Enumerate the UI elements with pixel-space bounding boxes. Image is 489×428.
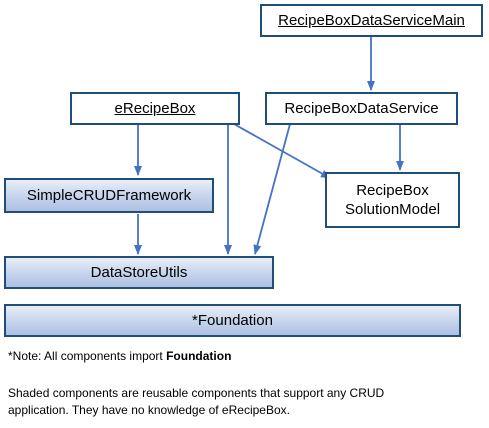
arrow-erecipebox-to-solutionmodel [233,123,331,179]
arrow-dataservice-to-datastore [253,123,291,255]
node-recipebox-data-service-label: RecipeBoxDataService [284,100,439,117]
node-datastore-utils-label: DataStoreUtils [90,264,188,281]
node-datastore-utils: DataStoreUtils [4,256,274,289]
node-erecipebox-label: eRecipeBox [114,100,196,117]
node-recipebox-solution-model-line2: SolutionModel [344,201,441,218]
note-shaded-components-line2: application. They have no knowledge of e… [8,403,290,417]
note-shaded-components-line1: Shaded components are reusable component… [8,386,385,400]
node-simple-crud-framework: SimpleCRUDFramework [4,178,214,213]
node-recipebox-data-service-main: RecipeBoxDataServiceMain [260,4,483,37]
note-foundation-import-text: *Note: All components import [8,349,167,363]
node-recipebox-solution-model-label: RecipeBox SolutionModel [345,181,440,219]
note-shaded-components: Shaded components are reusable component… [8,385,384,419]
node-recipebox-solution-model-line1: RecipeBox [356,182,429,199]
node-recipebox-data-service: RecipeBoxDataService [265,92,458,125]
node-recipebox-data-service-main-label: RecipeBoxDataServiceMain [278,12,465,29]
note-foundation-import-bold: Foundation [166,349,232,363]
node-foundation-label: *Foundation [192,312,273,329]
node-erecipebox: eRecipeBox [70,92,240,125]
node-recipebox-solution-model: RecipeBox SolutionModel [325,172,460,228]
node-simple-crud-framework-label: SimpleCRUDFramework [26,187,192,204]
node-foundation: *Foundation [4,304,461,337]
note-foundation-import: *Note: All components import Foundation [8,348,231,365]
